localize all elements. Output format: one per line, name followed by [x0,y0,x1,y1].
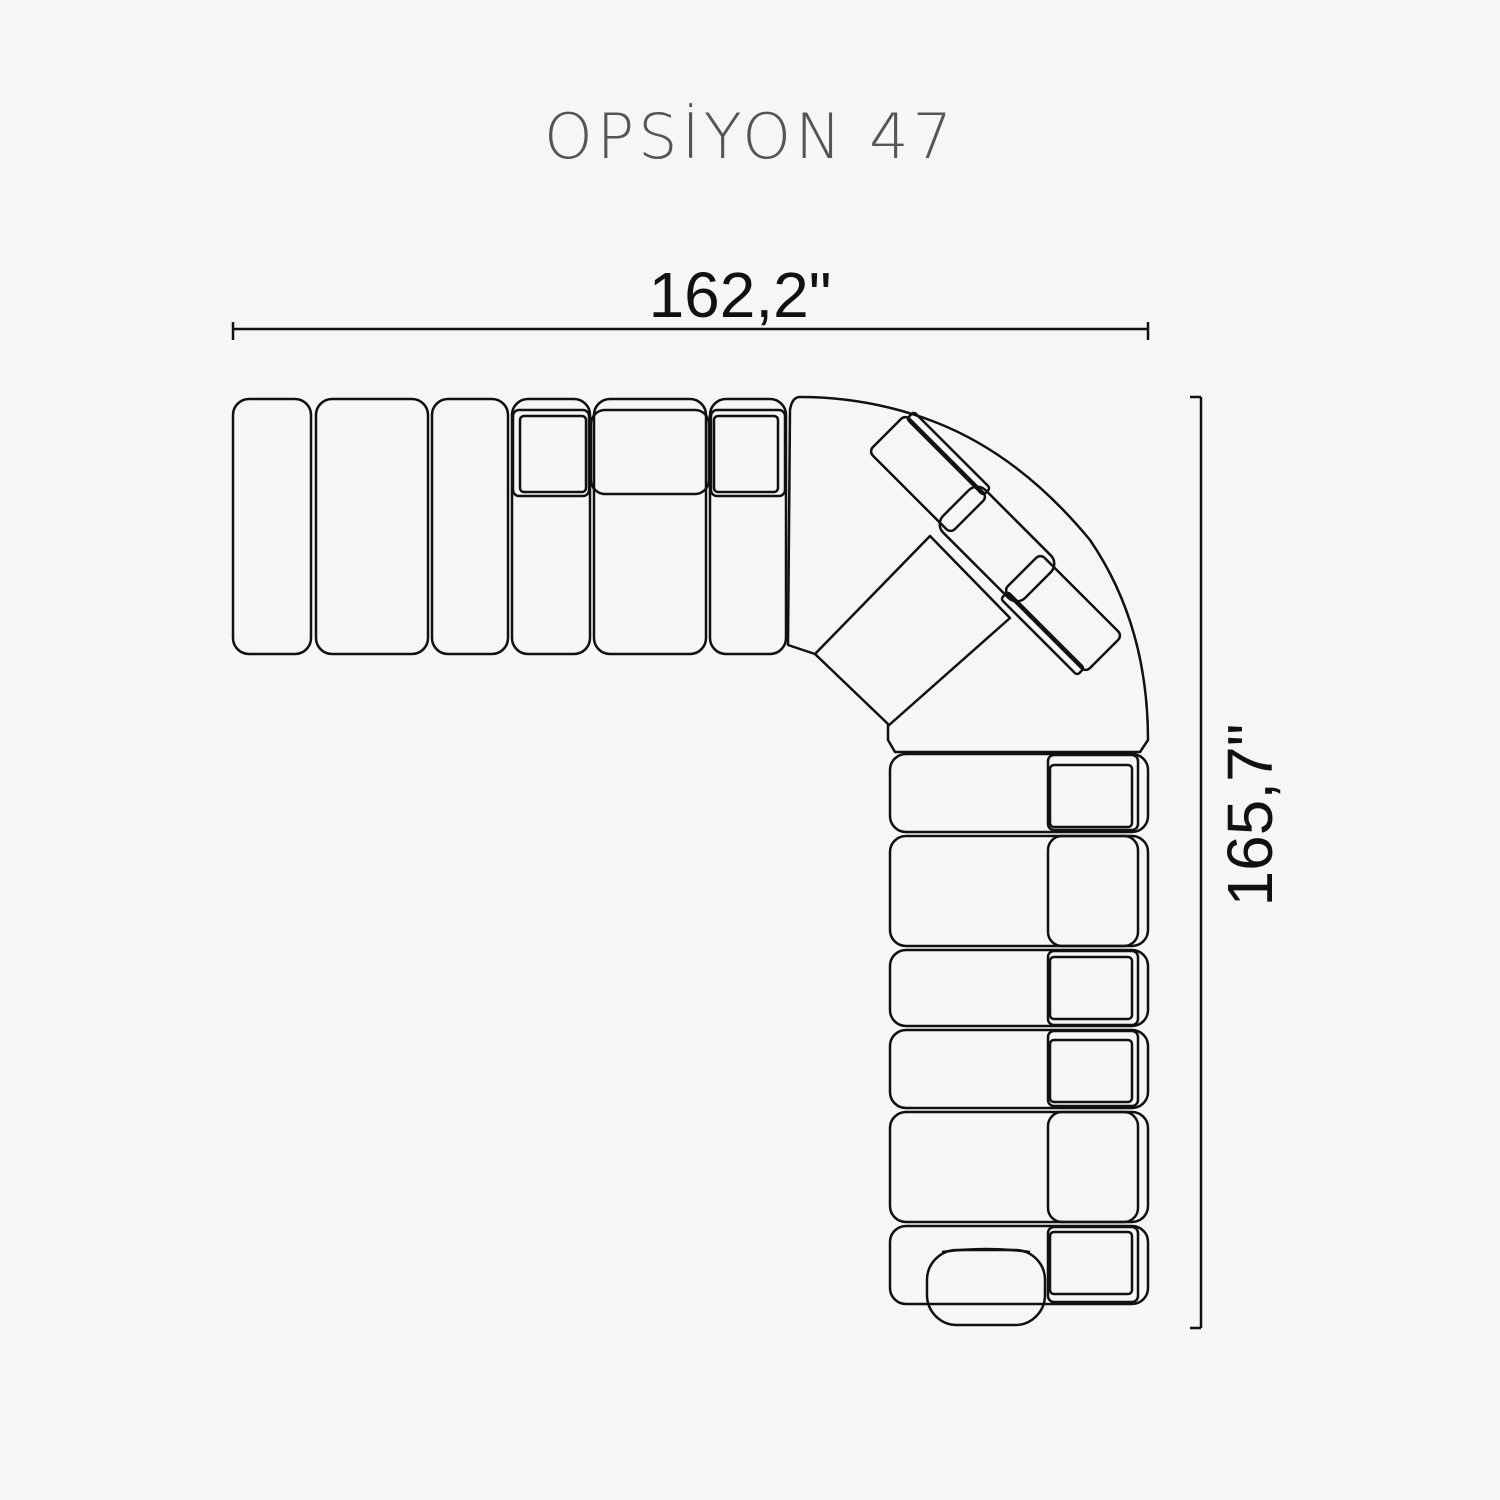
width-dimension-line [231,322,1150,340]
width-dimension-label: 162,2" [648,259,832,331]
option-title: OPSİYON 47 [543,100,957,173]
right-column-modules [888,752,1150,1306]
top-row-modules [231,397,788,656]
height-dimension-line [1190,395,1203,1330]
pouf [925,1247,1047,1327]
corner-module [786,395,1150,754]
